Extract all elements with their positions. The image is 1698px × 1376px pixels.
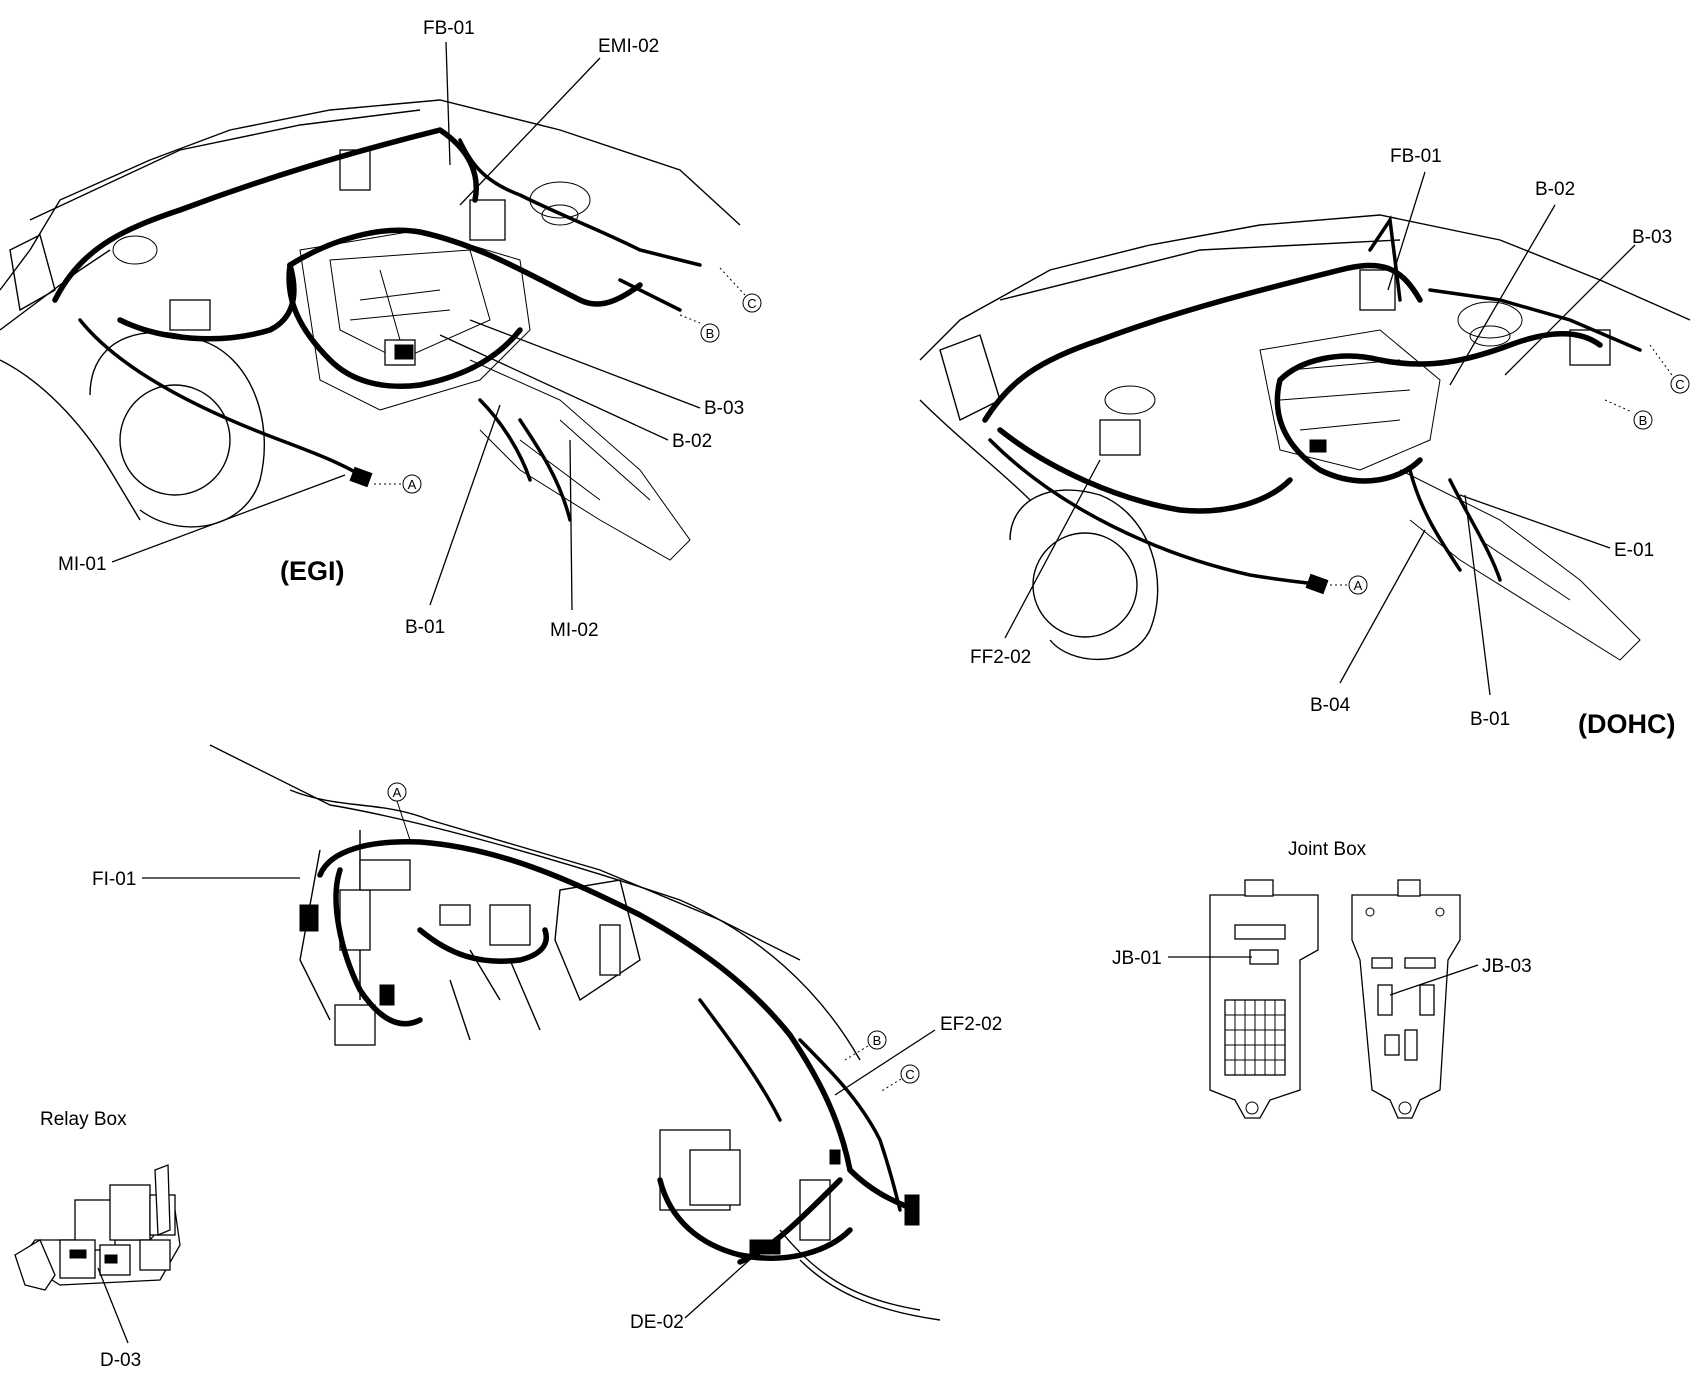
egi-emi02-leader: [459, 57, 601, 206]
dohc-b03-leader: [1504, 244, 1636, 376]
svg-text:B: B: [706, 326, 715, 341]
dash-de02-leader: [684, 1254, 756, 1319]
dash-label-ef202: EF2-02: [940, 1014, 1002, 1035]
dohc-b02-leader: [1449, 204, 1556, 386]
relay-d03-leader: [97, 1267, 129, 1344]
egi-connector-c: C: [719, 267, 762, 313]
dohc-fb01-leader: [1387, 171, 1426, 291]
dohc-connector-a: A: [1348, 575, 1368, 595]
joint-box-left-illustration: [1209, 879, 1319, 1119]
egi-label-b02: B-02: [672, 431, 712, 452]
svg-text:C: C: [1675, 377, 1684, 392]
egi-label-emi02: EMI-02: [598, 36, 659, 57]
egi-engine-bay: [0, 99, 741, 561]
dash-ef202-leader: [834, 1029, 936, 1096]
egi-b03-leader: [469, 319, 701, 409]
dohc-label-b01: B-01: [1470, 709, 1510, 730]
svg-text:C: C: [747, 296, 756, 311]
dash-harness: [209, 744, 941, 1321]
dohc-engine-bay: [919, 214, 1691, 661]
egi-fb01-leader: [445, 41, 451, 166]
dohc-label-ff202: FF2-02: [970, 647, 1031, 668]
dash-connector-a: A: [387, 782, 411, 841]
dash-connector-b: B: [844, 1030, 887, 1061]
dohc-title: (DOHC): [1578, 709, 1675, 739]
svg-text:B: B: [873, 1033, 882, 1048]
dohc-label-fb01: FB-01: [1390, 146, 1442, 167]
dohc-label-b03: B-03: [1632, 227, 1672, 248]
dohc-b01-leader: [1464, 494, 1491, 696]
dash-connector-c: C: [879, 1064, 920, 1093]
svg-text:C: C: [905, 1067, 914, 1082]
joint-box-right-illustration: [1351, 879, 1461, 1119]
egi-b01-leader: [429, 404, 501, 606]
dohc-label-b02: B-02: [1535, 179, 1575, 200]
relay-label-d03: D-03: [100, 1350, 141, 1371]
egi-title: (EGI): [280, 556, 345, 586]
dash-label-fi01: FI-01: [92, 869, 136, 890]
relay-box-title: Relay Box: [40, 1109, 127, 1130]
dohc-label-b04: B-04: [1310, 695, 1351, 716]
dash-label-de02: DE-02: [630, 1312, 684, 1333]
egi-label-b03: B-03: [704, 398, 744, 419]
egi-label-mi01: MI-01: [58, 554, 107, 575]
egi-mi01-leader: [111, 474, 346, 563]
joint-jb03-leader: [1389, 964, 1479, 996]
egi-b02-leader: [439, 334, 669, 441]
relay-box-illustration: [14, 1164, 181, 1291]
dohc-b04-leader: [1339, 529, 1426, 684]
svg-text:A: A: [393, 785, 402, 800]
dohc-e01-leader: [1459, 494, 1611, 549]
egi-label-mi02: MI-02: [550, 620, 599, 641]
egi-label-b01: B-01: [405, 617, 445, 638]
dohc-connector-c: C: [1649, 344, 1690, 394]
svg-text:B: B: [1639, 413, 1648, 428]
joint-box-title: Joint Box: [1288, 839, 1367, 860]
dohc-ff202-leader: [1004, 459, 1101, 639]
joint-label-jb01: JB-01: [1112, 948, 1162, 969]
dohc-connector-b: B: [1604, 399, 1653, 430]
egi-connector-b: B: [679, 314, 720, 343]
svg-text:A: A: [408, 477, 417, 492]
egi-label-fb01: FB-01: [423, 18, 475, 39]
dohc-label-e01: E-01: [1614, 540, 1654, 561]
egi-mi02-leader: [569, 439, 573, 611]
joint-label-jb03: JB-03: [1482, 956, 1532, 977]
egi-connector-a: A: [402, 474, 422, 494]
svg-text:A: A: [1354, 578, 1363, 593]
